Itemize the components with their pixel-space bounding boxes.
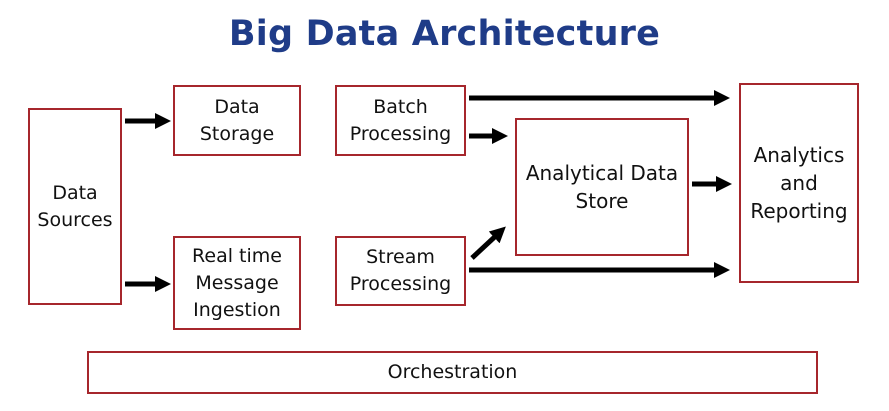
real-time-message-ingestion-label: Real time Message Ingestion bbox=[192, 244, 282, 321]
data-storage-label: Data Storage bbox=[199, 95, 275, 145]
data-sources-label: Data Sources bbox=[37, 181, 113, 231]
analytical-data-store-box: Analytical Data Store bbox=[515, 118, 689, 256]
batch-processing-label: Batch Processing bbox=[349, 95, 452, 145]
batch-processing-box: Batch Processing bbox=[335, 85, 466, 156]
diagram-title: Big Data Architecture bbox=[228, 14, 661, 54]
real-time-message-ingestion-box: Real time Message Ingestion bbox=[173, 236, 301, 330]
arrow-stream-to-store bbox=[470, 226, 506, 260]
stream-processing-box: Stream Processing bbox=[335, 236, 466, 306]
orchestration-label: Orchestration bbox=[387, 361, 518, 383]
data-sources-box: Data Sources bbox=[28, 108, 122, 305]
analytics-and-reporting-label: Analytics and Reporting bbox=[750, 143, 848, 223]
analytical-data-store-label: Analytical Data Store bbox=[525, 161, 679, 213]
orchestration-box: Orchestration bbox=[87, 351, 818, 394]
analytics-and-reporting-box: Analytics and Reporting bbox=[739, 83, 859, 283]
stream-processing-label: Stream Processing bbox=[349, 246, 452, 295]
data-storage-box: Data Storage bbox=[173, 85, 301, 156]
